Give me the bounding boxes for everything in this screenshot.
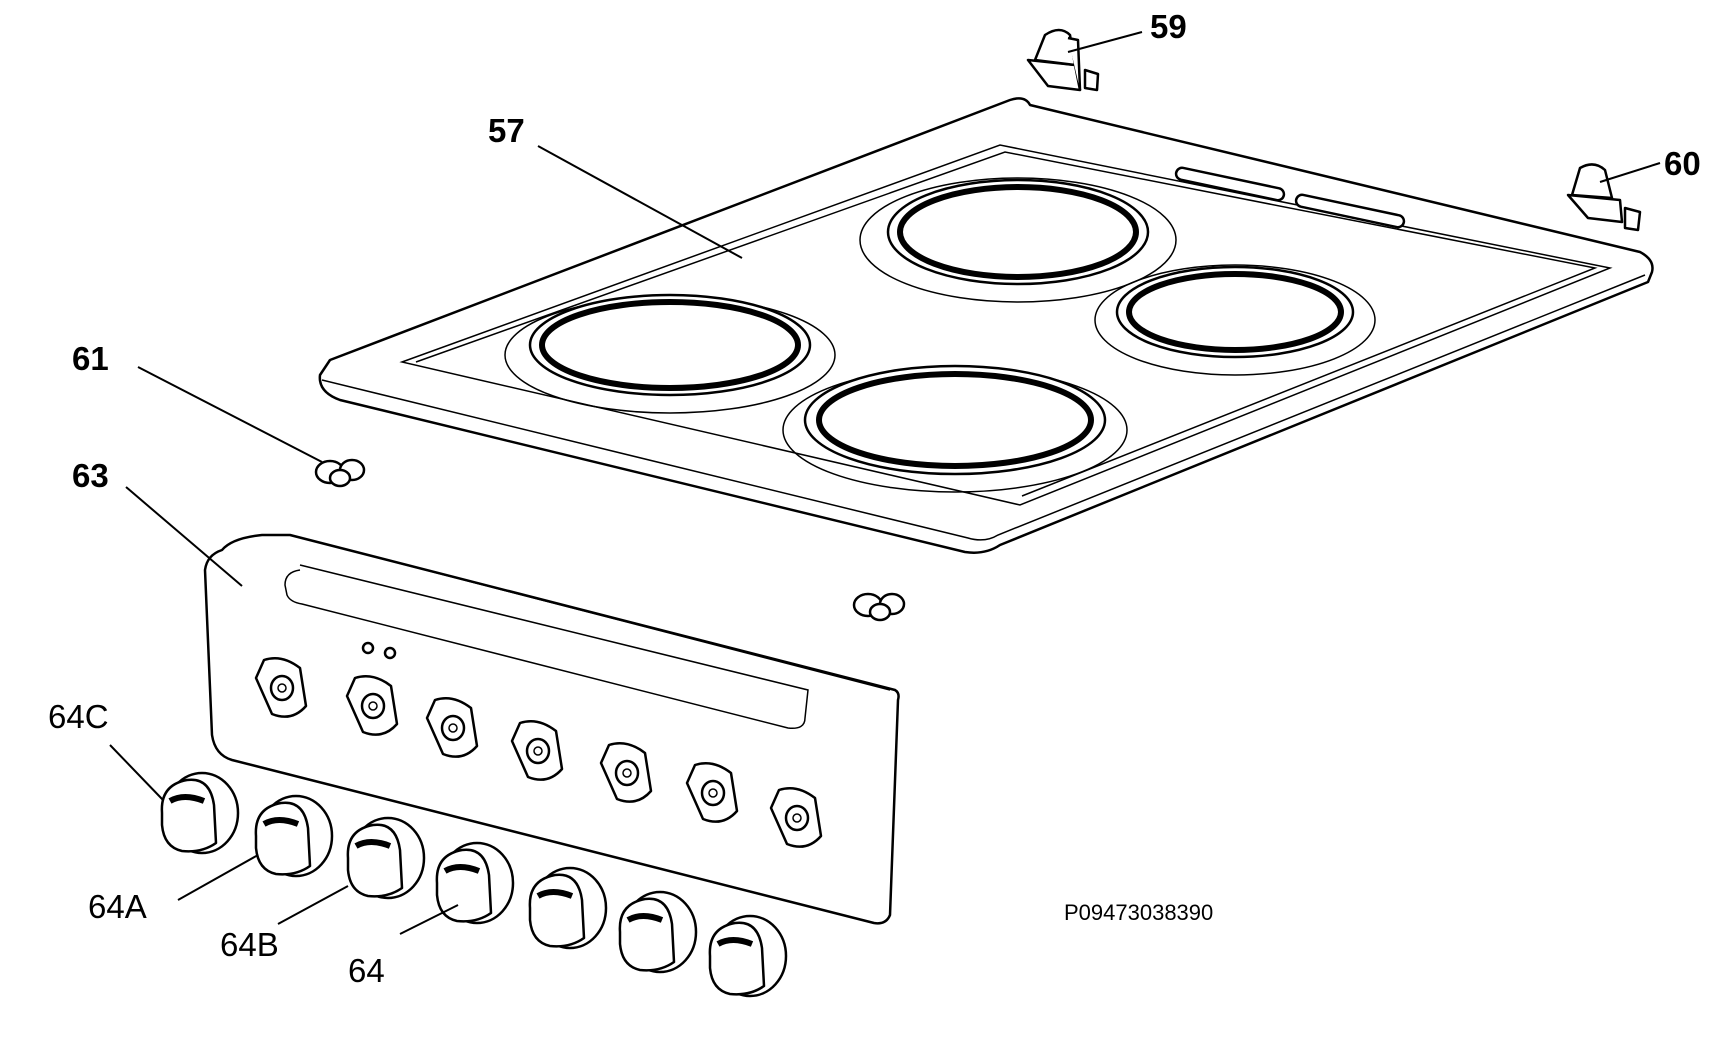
hob-top-inner-edge	[399, 144, 1613, 506]
knob-64b	[346, 816, 426, 900]
callout-61: 61	[72, 340, 109, 377]
knob-6	[618, 890, 698, 974]
hob-top-vent-1	[1174, 166, 1286, 202]
hob-top	[318, 97, 1654, 554]
hotplate-rear-left	[859, 177, 1177, 303]
leader-64a	[177, 854, 259, 901]
leader-61	[137, 366, 323, 463]
hotplate-front-right	[782, 364, 1128, 493]
clip-61-right	[852, 592, 906, 622]
hotplate-rear-right	[1094, 264, 1376, 376]
knob-64a	[254, 794, 334, 878]
panel-knob-bezels	[254, 657, 823, 848]
leader-64b	[277, 885, 349, 925]
callout-64b: 64B	[220, 926, 279, 963]
callout-64: 64	[348, 952, 385, 989]
leader-59	[1067, 31, 1143, 53]
callout-57: 57	[488, 112, 525, 149]
clip-61-left	[314, 458, 366, 488]
knob-64	[435, 841, 515, 925]
bracket-60	[1566, 163, 1642, 232]
leader-lines	[109, 31, 1661, 935]
callout-labels: 59 60 57 61 63 64C 64A 64B 64	[48, 8, 1701, 989]
hotplate-front-left	[504, 293, 836, 414]
leader-64	[399, 904, 459, 935]
callout-59: 59	[1150, 8, 1187, 45]
hob-top-vent-2	[1294, 193, 1406, 229]
bracket-59	[1026, 28, 1100, 92]
callout-63: 63	[72, 457, 109, 494]
control-panel-top-strip	[289, 534, 891, 691]
control-panel-window	[284, 564, 809, 730]
hob-top-front-rim	[321, 274, 1646, 541]
hob-top-inner-rim	[415, 151, 1598, 497]
callout-60: 60	[1664, 145, 1701, 182]
knob-5	[528, 866, 608, 950]
hob-top-outline	[318, 97, 1654, 554]
callout-64a: 64A	[88, 888, 147, 925]
leader-64c	[109, 744, 164, 801]
leader-57	[537, 145, 743, 259]
drawing-reference: P09473038390	[1064, 900, 1213, 925]
knob-64c	[160, 771, 240, 855]
control-knobs	[160, 771, 788, 998]
callout-64c: 64C	[48, 698, 109, 735]
leader-60	[1599, 162, 1661, 183]
leader-63	[125, 486, 243, 587]
knob-7	[708, 914, 788, 998]
